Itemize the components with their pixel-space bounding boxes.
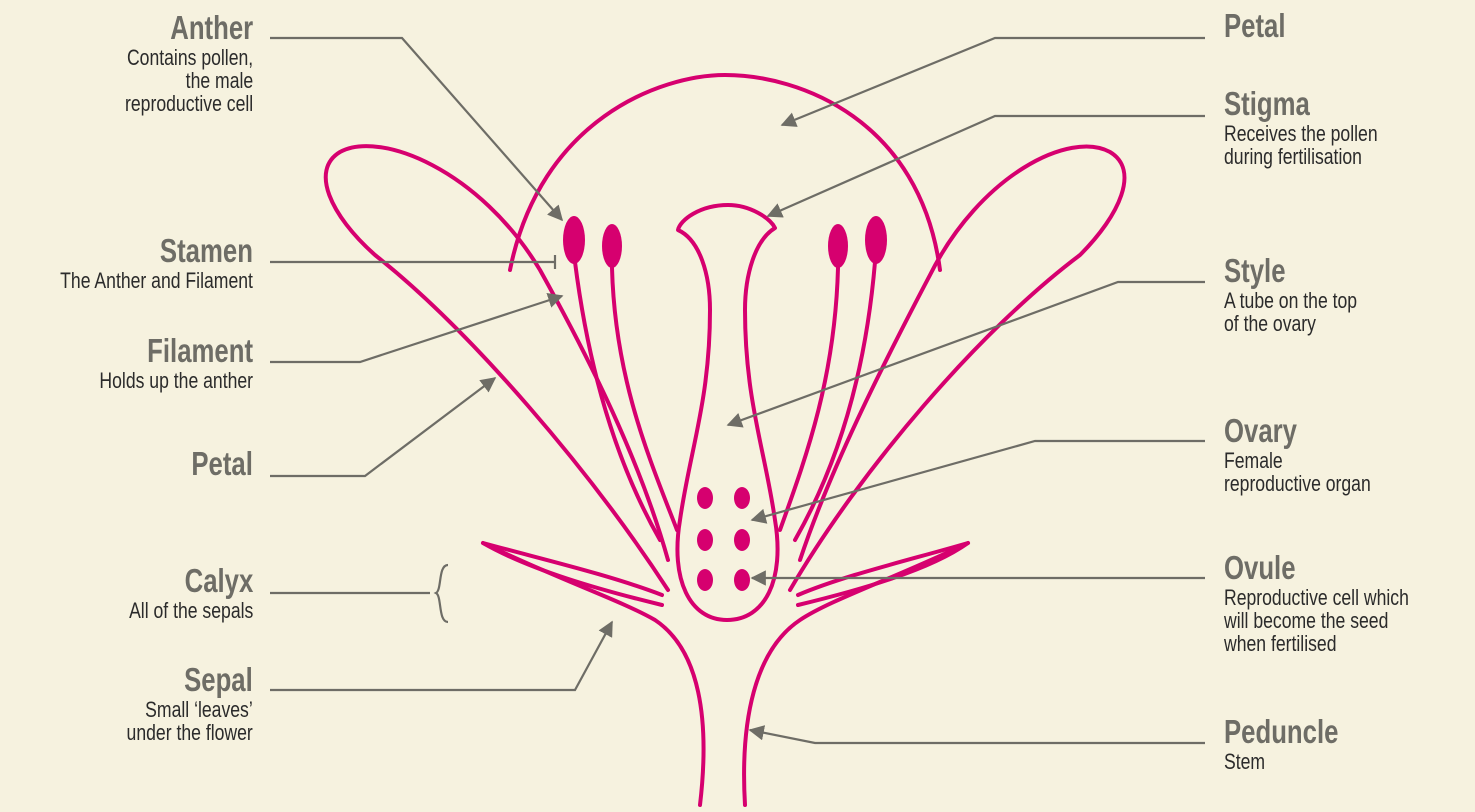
desc-line: Stem: [1224, 750, 1341, 773]
desc-line: The Anther and Filament: [60, 269, 253, 292]
label-title: Petal: [191, 446, 253, 482]
label-desc: Stem: [1224, 750, 1341, 773]
desc-line: Contains pollen,: [125, 46, 253, 69]
desc-line: reproductive cell: [125, 92, 253, 115]
leader-filament: [270, 296, 562, 362]
ovule-dot: [697, 487, 713, 509]
desc-line: Receives the pollen: [1224, 122, 1378, 145]
calyx-brace-icon: [436, 565, 448, 622]
desc-line: A tube on the top: [1224, 289, 1357, 312]
leader-style: [728, 282, 1205, 425]
label-style: Style A tube on the top of the ovary: [1224, 253, 1390, 335]
stem-left: [483, 543, 704, 805]
leader-stigma: [768, 116, 1205, 216]
ovule-dot: [734, 529, 750, 551]
label-desc: Small ‘leaves’ under the flower: [127, 698, 253, 744]
label-stamen: Stamen The Anther and Filament: [12, 233, 253, 292]
label-desc: Female reproductive organ: [1224, 449, 1371, 495]
stem-right: [744, 543, 968, 805]
label-petal-left: Petal: [174, 446, 253, 482]
leader-peduncle: [750, 730, 1205, 743]
desc-line: during fertilisation: [1224, 145, 1378, 168]
right-petal: [790, 147, 1124, 590]
label-title: Petal: [1224, 8, 1286, 44]
leader-anther: [270, 38, 562, 220]
label-desc: Receives the pollen during fertilisation: [1224, 122, 1378, 168]
desc-line: when fertilised: [1224, 632, 1409, 655]
anther-3: [828, 224, 848, 268]
label-desc: Holds up the anther: [99, 369, 253, 392]
anther-1: [563, 216, 585, 264]
desc-line: All of the sepals: [129, 599, 253, 622]
anthers: [563, 216, 887, 268]
desc-line: Holds up the anther: [99, 369, 253, 392]
label-sepal: Sepal Small ‘leaves’ under the flower: [95, 662, 253, 744]
anther-4: [865, 216, 887, 264]
label-title: Style: [1224, 253, 1354, 289]
leader-lines: [270, 38, 1205, 743]
flower-illustration: [326, 75, 1125, 805]
label-title: Calyx: [132, 563, 253, 599]
desc-line: will become the seed: [1224, 609, 1409, 632]
label-title: Sepal: [130, 662, 253, 698]
label-desc: Contains pollen, the male reproductive c…: [125, 46, 253, 115]
ovules: [697, 487, 750, 591]
label-title: Anther: [128, 10, 253, 46]
label-anther: Anther Contains pollen, the male reprodu…: [93, 10, 253, 115]
desc-line: reproductive organ: [1224, 472, 1371, 495]
label-desc: Reproductive cell which will become the …: [1224, 586, 1409, 655]
label-title: Peduncle: [1224, 714, 1338, 750]
anther-2: [602, 224, 622, 268]
label-title: Stigma: [1224, 86, 1374, 122]
leader-petal-left: [270, 378, 495, 476]
left-sepal: [483, 543, 662, 605]
label-peduncle: Peduncle Stem: [1224, 714, 1371, 773]
label-calyx: Calyx All of the sepals: [98, 563, 253, 622]
label-desc: The Anther and Filament: [60, 269, 253, 292]
filament-right-1: [780, 268, 838, 530]
label-desc: A tube on the top of the ovary: [1224, 289, 1357, 335]
desc-line: Small ‘leaves’: [127, 698, 253, 721]
label-title: Ovule: [1224, 550, 1404, 586]
label-title: Ovary: [1224, 413, 1367, 449]
label-stigma: Stigma Receives the pollen during fertil…: [1224, 86, 1416, 168]
label-desc: All of the sepals: [129, 599, 253, 622]
ovule-dot: [697, 529, 713, 551]
ovule-dot: [734, 569, 750, 591]
label-filament: Filament Holds up the anther: [61, 333, 253, 392]
desc-line: under the flower: [127, 721, 253, 744]
leader-sepal: [270, 622, 612, 690]
ovule-dot: [734, 487, 750, 509]
label-ovule: Ovule Reproductive cell which will becom…: [1224, 550, 1455, 655]
label-ovary: Ovary Female reproductive organ: [1224, 413, 1407, 495]
desc-line: Female: [1224, 449, 1371, 472]
label-title: Filament: [103, 333, 253, 369]
left-petal: [326, 146, 668, 590]
desc-line: Reproductive cell which: [1224, 586, 1409, 609]
desc-line: the male: [125, 69, 253, 92]
ovule-dot: [697, 569, 713, 591]
label-petal-right: Petal: [1224, 8, 1303, 44]
label-title: Stamen: [65, 233, 253, 269]
right-sepal: [798, 543, 968, 605]
desc-line: of the ovary: [1224, 312, 1357, 335]
